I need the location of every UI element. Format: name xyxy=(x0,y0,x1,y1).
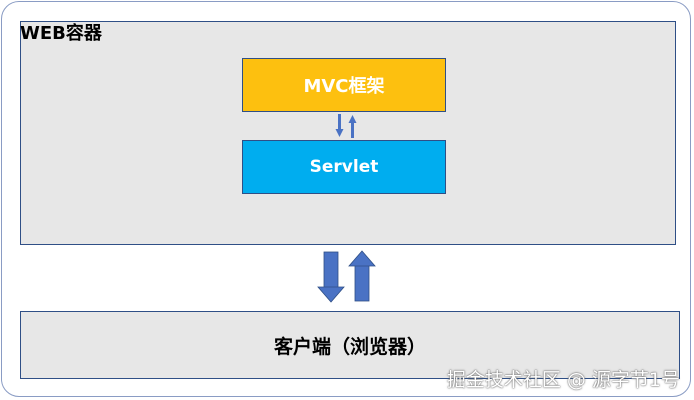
mvc-framework-label: MVC框架 xyxy=(303,76,385,97)
servlet-label: Servlet xyxy=(309,157,379,177)
large-up-arrow xyxy=(348,250,376,302)
servlet-box: Servlet xyxy=(242,140,446,194)
small-down-arrow xyxy=(335,114,344,137)
client-browser-label: 客户端（浏览器） xyxy=(273,335,426,358)
mvc-framework-box: MVC框架 xyxy=(242,58,446,112)
web-container-label: WEB容器 xyxy=(20,23,102,44)
client-browser-box: 客户端（浏览器） xyxy=(20,311,680,379)
large-down-arrow xyxy=(317,251,345,303)
small-up-arrow xyxy=(348,115,357,138)
watermark-text: 掘金技术社区 @ 源字节1号 xyxy=(446,369,680,391)
